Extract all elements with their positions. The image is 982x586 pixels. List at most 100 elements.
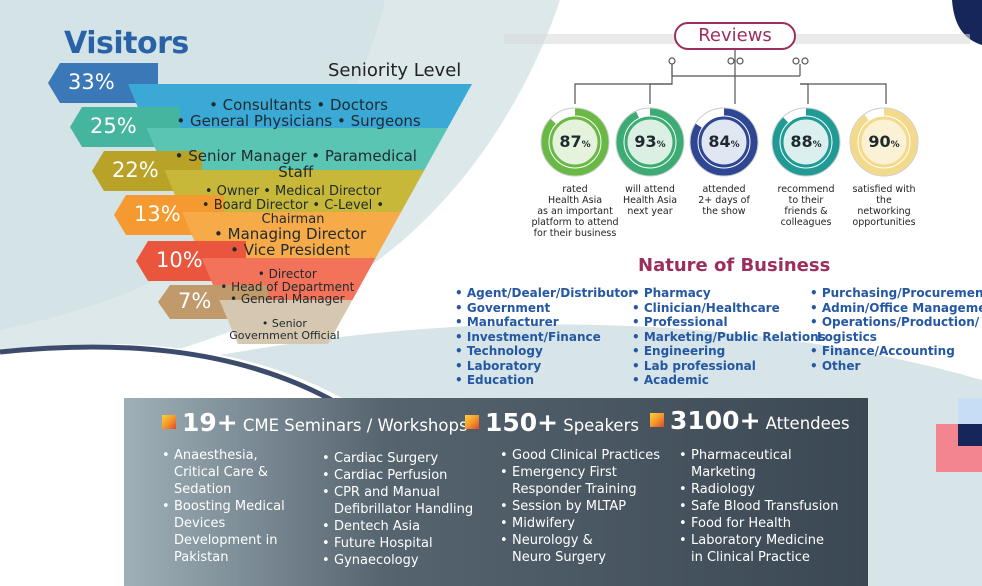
gauge-value: 87% <box>550 132 600 151</box>
gauge-caption-line: friends & <box>784 206 828 217</box>
gauge-arc <box>690 108 758 176</box>
funnel-percent: 22% <box>112 158 159 182</box>
funnel-band-line: • Director <box>257 267 317 282</box>
funnel-percent: 7% <box>178 289 212 313</box>
gauge-number: 88 <box>790 132 813 151</box>
business-item: • Engineering <box>632 344 726 358</box>
stat-seminars: 19+ CME Seminars / Workshops <box>162 408 468 437</box>
business-item: • Purchasing/Procurement <box>810 286 982 300</box>
topic-item: Good Clinical Practices <box>500 447 670 464</box>
business-item: • Admin/Office Management <box>810 300 982 315</box>
topic-item-line: Anaesthesia, <box>174 448 258 463</box>
topic-item-line: Session by MLTAP <box>512 499 627 514</box>
business-item: • Manufacturer <box>455 315 559 329</box>
business-item: • Pharmacy <box>632 286 711 300</box>
topic-item-line: Gynaecology <box>334 553 419 568</box>
gauge-caption-line: Health Asia <box>622 195 678 206</box>
funnel-band-text: • Senior Manager • Paramedical Staff <box>156 147 437 181</box>
gauge-inner <box>698 116 750 168</box>
gauge-unit: % <box>812 140 822 150</box>
gauge-unit: % <box>656 140 666 150</box>
stat-speakers: 150+ Speakers <box>465 408 639 437</box>
gauge-number: 93 <box>634 132 657 151</box>
business-list-col-2: • Pharmacy• Clinician/Healthcare• Profes… <box>632 286 826 388</box>
gauge-value: 93% <box>625 132 675 151</box>
business-item: • Agent/Dealer/Distributor <box>455 286 635 300</box>
gauge-inner <box>780 116 832 168</box>
topic-item-line: Safe Blood Transfusion <box>691 499 839 514</box>
funnel-percent: 25% <box>90 114 137 138</box>
topic-item-line: Cardiac Surgery <box>334 451 439 466</box>
topics-col-3: Good Clinical PracticesEmergency FirstRe… <box>500 447 670 566</box>
business-item: • Marketing/Public Relations <box>632 329 826 344</box>
gauge-caption-line: platform to attend <box>531 217 619 228</box>
gauge-unit: % <box>730 140 740 150</box>
stat-number: 150+ <box>485 408 559 437</box>
topic-item: Gynaecology <box>322 552 492 569</box>
corner-light-blue <box>958 398 982 424</box>
topic-item-line: Development in <box>174 533 278 548</box>
topic-item-line: Devices <box>174 516 226 531</box>
funnel-band <box>164 170 425 212</box>
gauge-caption-line: rated <box>562 184 588 195</box>
topic-item-line: Future Hospital <box>334 536 433 551</box>
business-item: • Operations/Production/ <box>810 315 980 329</box>
stat-number: 19+ <box>182 408 238 437</box>
topic-item: Safe Blood Transfusion <box>679 498 854 515</box>
gauge-caption-line: the <box>876 195 892 206</box>
gauge-caption-line: as an important <box>537 206 613 217</box>
stat-square-icon <box>650 413 664 427</box>
topic-item: Dentech Asia <box>322 518 492 535</box>
gauge-caption-line: opportunities <box>852 217 916 228</box>
gauge-caption-line: attended <box>702 184 746 195</box>
topic-item: Neurology &Neuro Surgery <box>500 532 670 566</box>
review-gauges <box>540 107 919 177</box>
business-list-col-3: • Purchasing/Procurement• Admin/Office M… <box>810 286 982 373</box>
business-item: • Education <box>455 373 535 387</box>
funnel-band-text: • Owner • Medical Director• Board Direct… <box>173 185 412 226</box>
business-item: Logistics <box>817 329 877 344</box>
gauge-value: 90% <box>859 132 909 151</box>
visitors-title: Visitors <box>64 26 189 61</box>
review-connectors <box>574 50 887 104</box>
gauge-inner <box>549 116 601 168</box>
gauge-caption-line: the show <box>702 206 746 217</box>
funnel-band-text: • Director• Head of Department• General … <box>211 268 365 306</box>
topic-item-line: in Clinical Practice <box>691 550 810 565</box>
gauge-unit: % <box>581 140 591 150</box>
funnel-band-line: • Owner • Medical Director <box>204 184 382 200</box>
topic-item-line: Pakistan <box>174 550 229 565</box>
funnel-percent: 33% <box>68 70 115 94</box>
gauge-caption-line: to their <box>788 195 824 206</box>
topic-item: Cardiac Surgery <box>322 450 492 467</box>
funnel-band-line: • Senior Manager • Paramedical Staff <box>174 147 417 181</box>
gauge-arc <box>772 108 840 176</box>
topic-item: Food for Health <box>679 515 854 532</box>
business-item: • Lab professional <box>632 358 756 373</box>
funnel-band-line: • Head of Department <box>220 279 355 294</box>
topic-item-line: Midwifery <box>512 516 575 531</box>
topic-item-line: Neurology & <box>512 533 593 548</box>
gauge-caption-line: Health Asia <box>547 195 603 206</box>
topic-item: Session by MLTAP <box>500 498 670 515</box>
gauge-caption-line: will attend <box>625 184 675 195</box>
stat-number: 3100+ <box>670 406 761 435</box>
gauge-caption-line: 2+ days of <box>698 195 750 206</box>
seniority-funnel <box>48 63 472 344</box>
gauge-arc <box>616 108 684 176</box>
stat-square-icon <box>465 415 479 429</box>
funnel-tab <box>48 63 158 103</box>
topics-col-4: PharmaceuticalMarketingRadiologySafe Blo… <box>679 447 854 566</box>
topics-col-2: Cardiac SurgeryCardiac PerfusionCPR and … <box>322 450 492 569</box>
gauge-value: 84% <box>699 132 749 151</box>
gauge-number: 87 <box>559 132 582 151</box>
gauge-caption-line: colleagues <box>780 217 832 228</box>
